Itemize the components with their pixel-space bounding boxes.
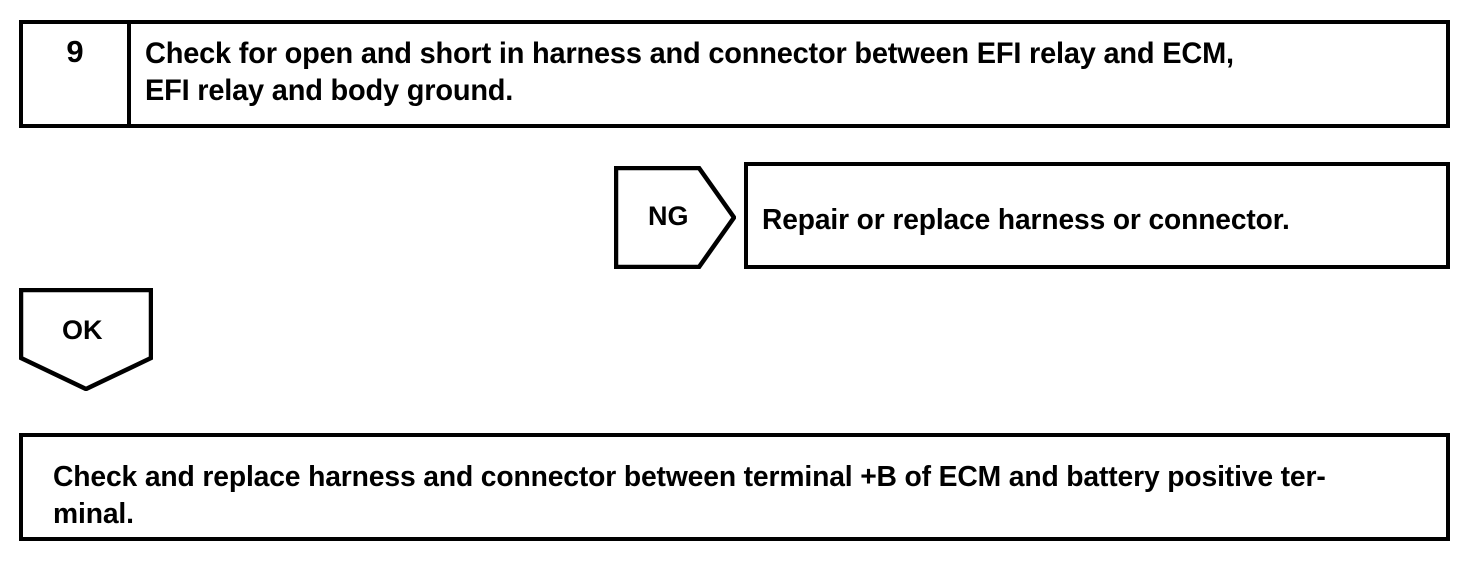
step-number-cell: 9: [23, 24, 131, 124]
ng-branch-label: NG: [648, 201, 689, 231]
ok-branch-label: OK: [62, 315, 103, 345]
ng-result-text: Repair or replace harness or connector.: [762, 204, 1290, 236]
final-action-text: Check and replace harness and connector …: [53, 461, 1326, 530]
step-box: 9 Check for open and short in harness an…: [19, 20, 1450, 128]
final-action-box: Check and replace harness and connector …: [19, 433, 1450, 541]
step-instruction-text: Check for open and short in harness and …: [145, 37, 1234, 107]
ok-arrow-shape: [19, 288, 153, 391]
step-instruction-cell: Check for open and short in harness and …: [131, 24, 1446, 124]
step-number: 9: [66, 34, 84, 69]
ng-result-box: Repair or replace harness or connector.: [744, 162, 1450, 269]
ng-arrow-shape: [614, 166, 736, 269]
